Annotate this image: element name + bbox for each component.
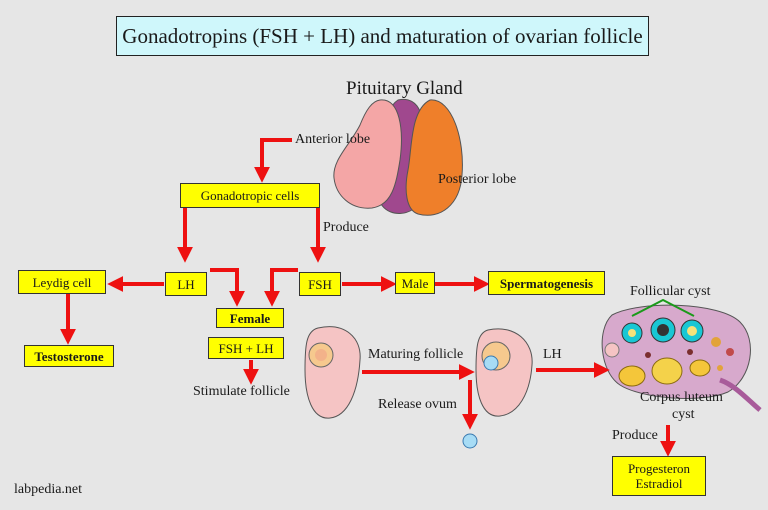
gonadotropic-cells-box: Gonadotropic cells: [180, 183, 320, 208]
lh-box: LH: [165, 272, 207, 296]
follicle-middle: [475, 328, 533, 417]
released-ovum: [462, 433, 478, 449]
male-box: Male: [395, 272, 435, 294]
arrow-lh-to-female: [210, 268, 245, 307]
lh-arrow-label: LH: [543, 347, 562, 362]
produce-label-top: Produce: [323, 220, 369, 235]
posterior-lobe-shape: [405, 99, 463, 216]
anterior-lobe-label: Anterior lobe: [295, 132, 371, 147]
follicular-cyst-label: Follicular cyst: [630, 284, 711, 299]
progesteron-text: Progesteron: [627, 461, 691, 476]
follicle-left: [304, 326, 361, 419]
release-ovum-label: Release ovum: [378, 397, 457, 412]
leydig-cell-box: Leydig cell: [18, 270, 106, 294]
spermatogenesis-box: Spermatogenesis: [488, 271, 605, 295]
site-credit: labpedia.net: [14, 482, 83, 497]
produce-label-bottom: Produce: [612, 428, 658, 443]
ovary-illustration: [601, 298, 762, 412]
testosterone-box: Testosterone: [24, 345, 114, 367]
estradiol-text: Estradiol: [635, 476, 683, 491]
maturing-follicle-label: Maturing follicle: [368, 347, 464, 362]
corpus-luteum-cyst-label: cyst: [672, 407, 695, 422]
follicular-cyst-bracket: [631, 298, 695, 317]
fsh-lh-box: FSH + LH: [208, 337, 284, 359]
pituitary-gland-label: Pituitary Gland: [346, 78, 463, 99]
anterior-lobe-shape: [333, 99, 402, 209]
hormones-output-box: Progesteron Estradiol: [612, 456, 706, 496]
follicle-illustrations: [304, 326, 533, 449]
arrows: [60, 138, 676, 457]
posterior-lobe-label: Posterior lobe: [438, 172, 517, 187]
arrow-anterior-to-gonadotropic: [254, 138, 292, 183]
pituitary-gland-illustration: [333, 98, 463, 216]
arrow-fsh-to-female: [264, 268, 298, 307]
follicle-middle-ovum: [483, 355, 499, 371]
fsh-box: FSH: [299, 272, 341, 296]
female-box: Female: [216, 308, 284, 328]
corpus-luteum-label: Corpus luteum: [640, 390, 723, 405]
diagram-title: Gonadotropins (FSH + LH) and maturation …: [116, 16, 649, 56]
stimulate-follicle-label: Stimulate follicle: [193, 384, 290, 399]
